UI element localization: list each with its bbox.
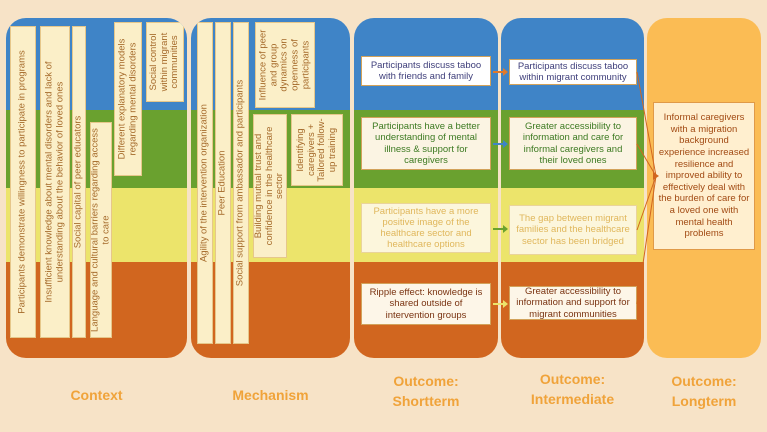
converging-arrows [636,71,659,305]
mechanism-item: Identifying caregivers + Tailored follow… [291,114,343,186]
context-label: Context [70,387,123,403]
longterm-item: Informal caregivers with a migration bac… [653,102,755,250]
context-item: Social capital of peer educators [72,26,86,338]
shortterm-item: Participants have a more positive image … [361,203,491,253]
context-item: Insufficient knowledge about mental diso… [40,26,70,338]
context-column: Participants demonstrate willingness to … [6,18,187,358]
mechanism-column: Agility of the intervention organization… [191,18,350,358]
mechanism-item: Building mutual trust and confidence in … [253,114,287,258]
intermediate-item: Participants discuss taboo within migran… [509,59,637,85]
arrow-short-to-intermediate [493,300,508,308]
shortterm-label: Outcome: Shortterm [392,373,460,410]
shortterm-item: Participants discuss taboo with friends … [361,56,491,86]
arrow-short-to-intermediate [493,140,508,148]
context-item: Different explanatory models regarding m… [114,22,142,176]
intermediate-item: The gap between migrant families and the… [509,205,637,255]
shortterm-item: Participants have a better understanding… [361,117,491,170]
mechanism-item: Influence of peer and group dynamics on … [255,22,315,108]
context-item: Language and cultural barriers regarding… [90,122,112,338]
shortterm-item: Ripple effect: knowledge is shared outsi… [361,283,491,325]
arrow-short-to-intermediate [493,68,508,76]
context-item: Social control within migrant communitie… [146,22,184,102]
mechanism-item: Social support from ambassador and parti… [233,22,249,344]
arrow-short-to-intermediate [493,225,508,233]
context-item: Participants demonstrate willingness to … [10,26,36,338]
mechanism-item: Agility of the intervention organization [197,22,213,344]
intermediate-item: Greater accessibility to information and… [509,117,637,170]
mechanism-item: Peer Education [215,22,231,344]
mechanism-label: Mechanism [232,387,309,403]
intermediate-item: Greater accessibility to information and… [509,286,637,320]
intermediate-label: Outcome: Intermediate [530,371,615,408]
longterm-label: Outcome: Longterm [671,373,737,410]
